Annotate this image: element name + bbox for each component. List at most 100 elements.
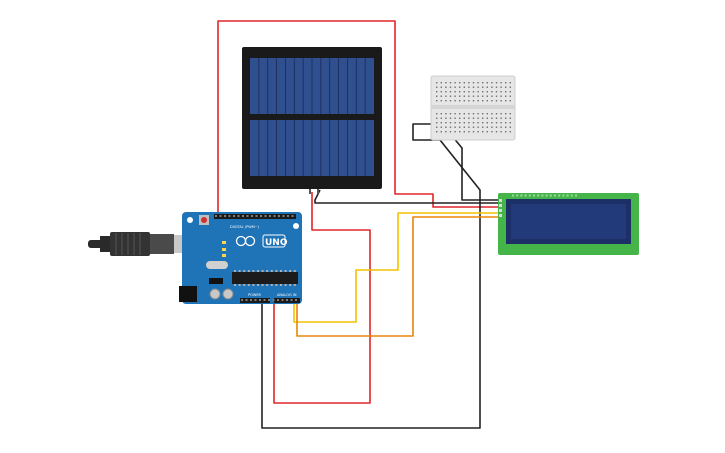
breadboard-hole [505,126,507,128]
breadboard-hole [509,95,511,97]
lcd-pin [545,194,548,197]
header-pin [246,215,249,217]
breadboard-hole [495,117,498,119]
breadboard-hole [509,122,511,124]
led-tx [222,248,226,251]
breadboard-hole [436,91,438,93]
chip-leg [261,270,264,272]
chip-leg [257,270,259,272]
breadboard-hole [459,113,461,115]
breadboard-hole [472,91,475,93]
breadboard-hole [468,117,470,119]
header-pin [242,215,244,217]
breadboard-hole [505,100,507,102]
breadboard-hole [509,117,511,119]
wire-black-gnd[interactable] [261,123,481,429]
arduino-uno[interactable]: UNO DIGITAL (PWM~) POWER ANALOG IN [179,212,302,304]
wire-yellow-sda[interactable] [293,212,498,323]
lcd-pin [516,194,519,197]
header-pin [233,215,235,217]
breadboard-hole [495,95,498,97]
lcd-pin [528,194,531,197]
atmega-chip [232,272,298,284]
breadboard-hole [482,91,484,93]
chip-leg [257,284,259,286]
header-pin [259,299,261,301]
led-l [222,241,226,244]
chip-leg [238,270,241,272]
lcd-pin [566,194,569,197]
lcd-16x2[interactable] [498,193,639,255]
breadboard-hole [463,122,465,124]
breadboard-hole [445,86,447,88]
header-pin [228,215,231,217]
wire-red-5v[interactable] [273,192,371,404]
breadboard-hole [495,131,498,133]
chip-leg [275,284,278,286]
breadboard-hole [440,131,442,133]
breadboard-hole [477,95,479,97]
chip-leg [280,270,282,272]
breadboard-hole [463,86,465,88]
breadboard-hole [459,122,461,124]
header-pin [278,215,280,217]
lcd-pin [562,194,565,197]
breadboard-hole [500,126,502,128]
breadboard-hole [509,91,511,93]
breadboard-hole [491,126,493,128]
breadboard-mini[interactable] [430,75,516,141]
wire-orange-scl[interactable] [296,216,498,337]
header-pin [290,299,293,301]
breadboard-hole [482,95,484,97]
breadboard-hole [472,117,475,119]
breadboard-hole [477,82,479,84]
lcd-pin [541,194,544,197]
led-rx [222,254,226,257]
header-pin [245,299,248,301]
solar-panel[interactable] [242,47,382,194]
wire-black-panel[interactable] [314,189,498,204]
breadboard-hole [482,117,484,119]
header-pin [215,215,217,217]
breadboard-hole [436,131,438,133]
breadboard-hole [463,82,465,84]
breadboard-hole [482,126,484,128]
breadboard-hole [449,122,452,124]
breadboard-hole [477,126,479,128]
breadboard-hole [500,82,502,84]
breadboard-hole [436,117,438,119]
breadboard-hole [472,122,475,124]
breadboard-hole [509,113,511,115]
breadboard-hole [436,86,438,88]
breadboard-hole [459,86,461,88]
breadboard-hole [445,95,447,97]
wires [217,20,498,429]
header-pin [269,215,271,217]
breadboard-hole [482,131,484,133]
breadboard-hole [505,131,507,133]
breadboard-hole [449,131,452,133]
breadboard-hole [459,91,461,93]
breadboard-hole [445,100,447,102]
header-pin [251,215,253,217]
breadboard-hole [440,113,442,115]
breadboard-hole [459,131,461,133]
breadboard-hole [505,82,507,84]
digital-label: DIGITAL (PWM~) [230,225,260,229]
breadboard-hole [440,95,442,97]
chip-leg [266,270,269,272]
breadboard-hole [440,91,442,93]
breadboard-hole [509,126,511,128]
breadboard-hole [449,86,452,88]
power-label: POWER [248,293,262,297]
breadboard-hole [491,100,493,102]
breadboard-hole [505,95,507,97]
breadboard-hole [449,126,452,128]
breadboard-hole [500,113,502,115]
dc-power-jack[interactable] [179,286,197,302]
breadboard-hole [436,122,438,124]
breadboard-hole [463,117,465,119]
breadboard-hole [500,122,502,124]
header-pin [224,215,226,217]
